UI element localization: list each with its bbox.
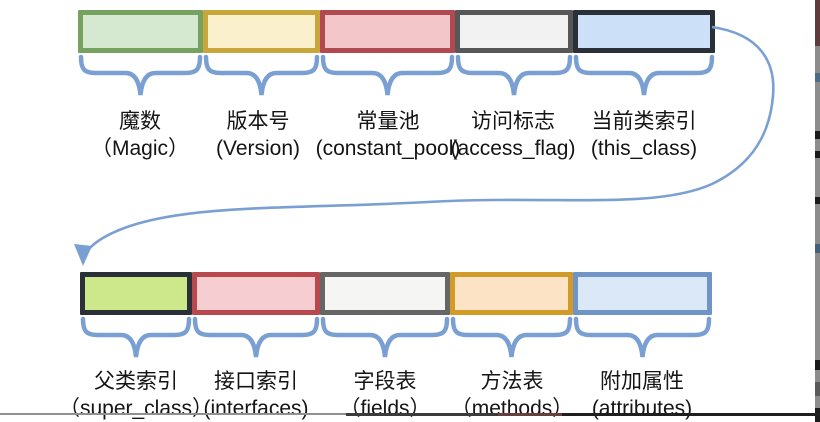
label-constant-pool-zh: 常量池 [356,110,420,133]
label-magic-zh: 魔数 [119,110,161,133]
label-version-en: (Version) [215,137,301,160]
brace [450,316,573,358]
label-this-class-en: (this_class) [590,137,698,160]
label-magic-en: （Magic） [90,137,190,160]
brace [573,54,715,96]
segment-access-flag [455,10,573,53]
brace [455,54,573,96]
segment-version [203,10,320,53]
label-attributes-zh: 附加属性 [600,370,684,393]
label-super-class-zh: 父类索引 [94,370,178,393]
brace [573,316,712,358]
segment-attributes [573,272,712,315]
brace [80,316,192,358]
segment-interfaces [192,272,320,315]
flow-arrow-head [74,244,92,266]
brace [320,316,450,358]
right-window-edge-artifact [815,0,820,422]
label-methods-zh: 方法表 [480,370,544,393]
label-this-class-zh: 当前类索引 [591,110,697,133]
segment-fields [320,272,450,315]
label-fields-en: （fields） [339,397,431,420]
label-access-flag: 访问标志 (access_flag) [451,108,576,162]
segment-methods [450,272,573,315]
label-version-zh: 版本号 [226,110,290,133]
bottom-divider-line [0,413,820,416]
label-interfaces-en: (interfaces) [203,397,309,420]
label-fields-zh: 字段表 [353,370,417,393]
brace [320,54,455,96]
label-constant-pool-en: (constant_pool) [315,137,461,160]
label-interfaces-zh: 接口索引 [214,370,298,393]
label-access-flag-en: (access_flag) [450,137,576,160]
label-magic: 魔数 （Magic） [91,108,189,162]
brace [203,54,320,96]
label-this-class: 当前类索引 (this_class) [591,108,697,162]
brace [192,316,320,358]
segment-magic [78,10,203,53]
label-super-class-en: （super_class） [58,397,214,420]
brace [78,54,203,96]
label-methods-en: （methods） [450,397,574,420]
label-attributes-en: (attributes) [591,397,693,420]
segment-this-class [573,10,715,53]
segment-constant-pool [320,10,455,53]
label-version: 版本号 (Version) [216,108,300,162]
segment-super-class [80,272,192,315]
label-access-flag-zh: 访问标志 [470,110,555,133]
label-constant-pool: 常量池 (constant_pool) [316,108,461,162]
